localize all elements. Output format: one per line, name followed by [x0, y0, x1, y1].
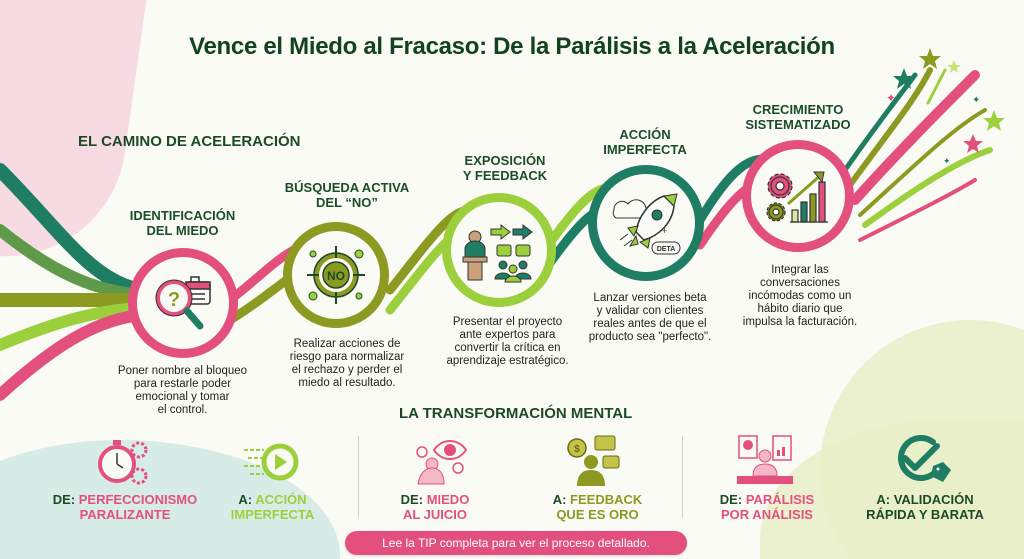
path-section-heading: EL CAMINO DE ACELERACIÓN — [78, 133, 301, 150]
divider-1 — [358, 436, 359, 518]
transformation-section-heading: LA TRANSFORMACIÓN MENTAL — [399, 405, 633, 422]
svg-text:✦: ✦ — [886, 91, 896, 105]
magnifier-question-icon: ? — [155, 276, 211, 330]
step-4-circle: + DETA — [588, 165, 704, 281]
svg-text:DETA: DETA — [657, 246, 676, 253]
step-4-title: ACCIÓN IMPERFECTA — [603, 127, 687, 157]
step-3-title: EXPOSICIÓN Y FEEDBACK — [462, 153, 548, 183]
person-coin-feedback-icon: $ — [565, 434, 625, 486]
step-1-description: Poner nombre al bloqueo para restarle po… — [117, 365, 248, 416]
eye-anxious-person-icon — [410, 436, 470, 486]
step-3-description: Presentar el proyecto ante expertos para… — [446, 316, 569, 367]
step-2-description: Realizar acciones de riesgo para normali… — [289, 338, 405, 389]
page-title: Vence el Miedo al Fracaso: De la Parális… — [189, 33, 835, 60]
star-icons: ✦ ✦ ✦ — [886, 48, 1005, 166]
step-5-circle — [742, 140, 854, 252]
svg-text:✦: ✦ — [972, 95, 980, 106]
play-motion-icon — [242, 436, 302, 486]
step-1-circle: ? — [128, 248, 238, 358]
svg-text:?: ? — [168, 289, 180, 311]
overwhelmed-analyst-icon — [735, 434, 795, 486]
step-1-title: IDENTIFICACIÓN DEL MIEDO — [129, 208, 236, 238]
svg-text:$: $ — [574, 444, 580, 455]
step-3-circle — [442, 193, 556, 307]
svg-text:✦: ✦ — [943, 156, 951, 166]
transform-to-1: A: ACCIÓN IMPERFECTA — [230, 492, 315, 522]
transform-to-2: A: FEEDBACK QUE ES ORO — [552, 492, 643, 522]
rocket-icon: + DETA — [612, 193, 681, 255]
step-5-title: CRECIMIENTO SISTEMATIZADO — [745, 102, 851, 132]
presenter-audience-icon — [462, 223, 533, 283]
step-5-description: Integrar las conversaciones incómodas co… — [742, 264, 858, 328]
stopwatch-gears-icon — [95, 436, 155, 486]
transform-from-3: DE: PARÁLISIS POR ANÁLISIS — [719, 492, 815, 522]
divider-2 — [682, 436, 683, 518]
transform-from-1: DE: PERFECCIONISMO PARALIZANTE — [52, 492, 198, 522]
svg-text:NO: NO — [327, 269, 345, 283]
transform-to-3: A: VALIDACIÓN RÁPIDA Y BARATA — [866, 492, 984, 522]
step-2-circle: NO — [283, 222, 389, 328]
svg-text:+: + — [662, 226, 667, 236]
read-full-tip-button[interactable]: Lee la TIP completa para ver el proceso … — [345, 531, 687, 555]
gears-growth-chart-icon — [766, 171, 828, 223]
transform-from-2: DE: MIEDO AL JUICIO — [400, 492, 470, 522]
target-no-icon: NO — [307, 246, 365, 304]
check-price-tag-icon — [893, 434, 953, 486]
step-4-description: Lanzar versiones beta y validar con clie… — [588, 292, 712, 343]
step-2-title: BÚSQUEDA ACTIVA DEL “NO” — [284, 180, 410, 210]
